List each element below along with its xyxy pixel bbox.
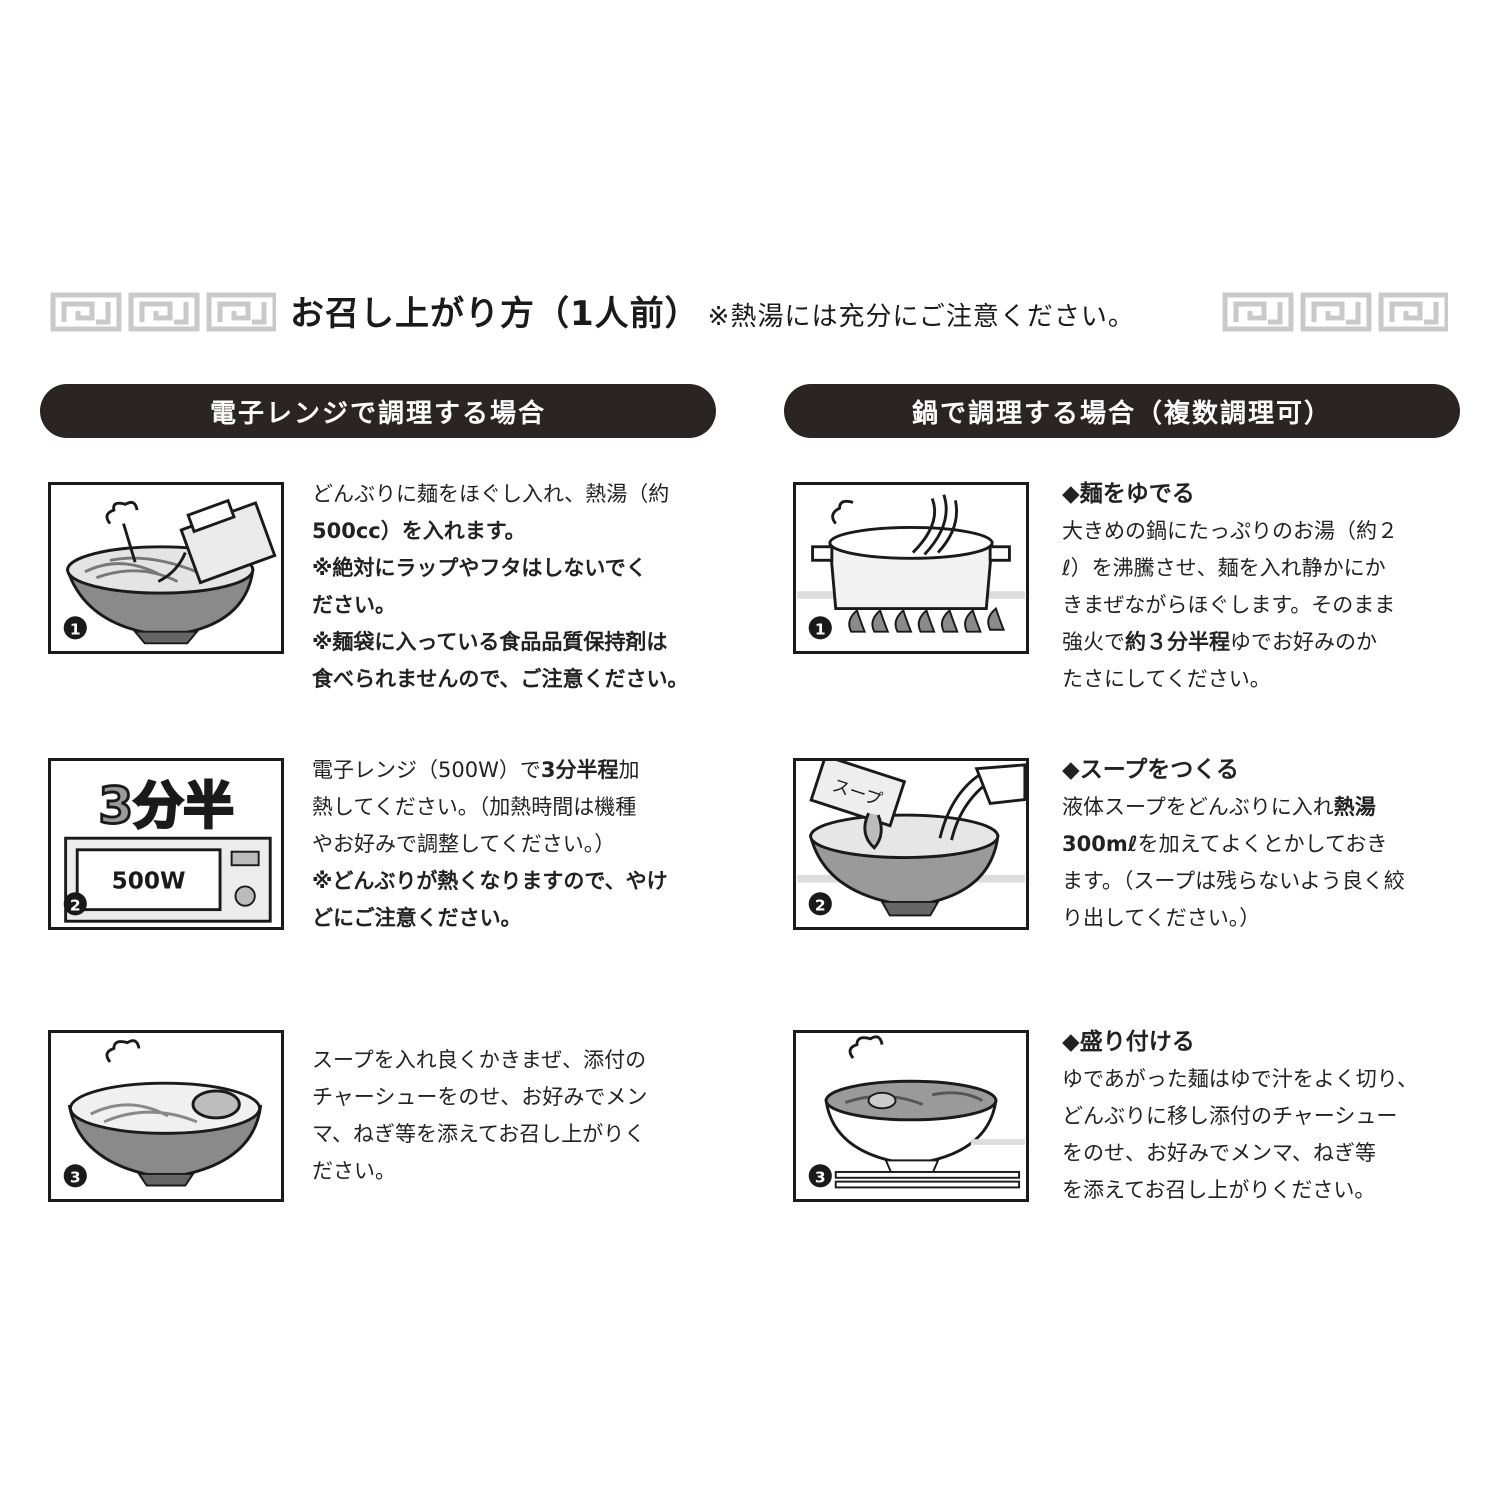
microwave-step3-number: 3 (70, 1169, 81, 1187)
right-key-pattern (1222, 292, 1448, 332)
pot-step1-illustration: 1 (793, 482, 1029, 654)
microwave-step1-text: どんぶりに麺をほぐし入れ、熱湯（約 500cc）を入れます。 ※絶対にラップやフ… (312, 482, 689, 691)
pot-step3-number: 3 (815, 1169, 826, 1187)
pot-step2-text: ◆スープをつくる 液体スープをどんぶりに入れ熱湯 300mℓを加えてよくとかして… (1062, 752, 1462, 937)
pot-step2-illustration: スープ 2 (793, 758, 1029, 930)
pot-step3-text: ◆盛り付ける ゆであがった麺はゆで汁をよく切り、 どんぶりに移し添付のチャーシュ… (1062, 1024, 1462, 1209)
microwave-step3-illustration: 3 (48, 1030, 284, 1202)
pot-step2-number: 2 (815, 897, 826, 915)
left-key-pattern (50, 292, 276, 332)
microwave-step1-number: 1 (70, 621, 81, 639)
microwave-step2-illustration: 3分半 500W 2 (48, 758, 284, 930)
microwave-step2-number: 2 (70, 897, 81, 915)
pot-step3-illustration: 3 (793, 1030, 1029, 1202)
microwave-section-heading: 電子レンジで調理する場合 (40, 384, 716, 438)
pot-step1-title: ◆麺をゆでる (1062, 481, 1195, 507)
microwave-step1-illustration: 1 (48, 482, 284, 654)
pot-step3-title: ◆盛り付ける (1062, 1029, 1195, 1055)
microwave-step2-text: 電子レンジ（500W）で3分半程加 熱してください。（加熱時間は機種 やお好みで… (312, 758, 668, 930)
microwave-power-label: 500W (112, 868, 186, 894)
pot-step1-number: 1 (815, 621, 826, 639)
pot-step2-title: ◆スープをつくる (1062, 757, 1239, 783)
heating-time-badge: 3分半 (98, 776, 233, 835)
page-header: お召し上がり方（1人前） ※熱湯には充分にご注意ください。 (290, 286, 1220, 338)
hot-water-warning: ※熱湯には充分にご注意ください。 (707, 302, 1135, 332)
pot-step1-text: ◆麺をゆでる 大きめの鍋にたっぷりのお湯（約２ ℓ）を沸騰させ、麺を入れ静かにか… (1062, 476, 1462, 698)
pot-section-heading: 鍋で調理する場合（複数調理可） (784, 384, 1460, 438)
microwave-step3-text: スープを入れ良くかきまぜ、添付の チャーシューをのせ、お好みでメン マ、ねぎ等を… (312, 1048, 648, 1183)
page-title: お召し上がり方（1人前） (290, 294, 700, 334)
